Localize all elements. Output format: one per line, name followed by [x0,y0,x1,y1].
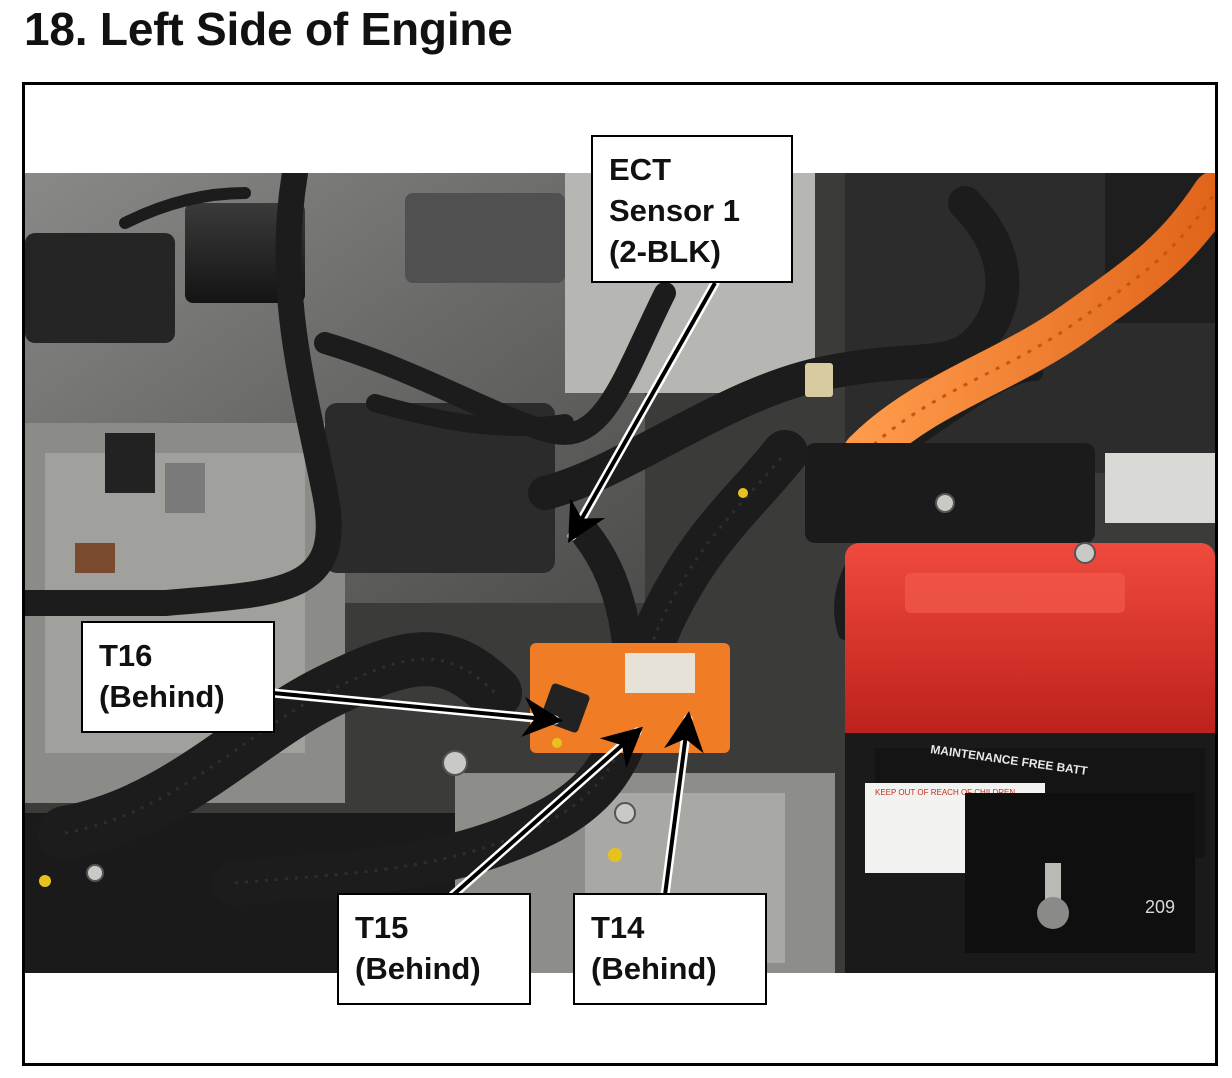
t16-callout-line2: (Behind) [99,679,225,714]
page-title: 18. Left Side of Engine [24,3,513,55]
ect-callout-line1: ECT [609,152,671,187]
battery-warning-label: KEEP OUT OF REACH OF CHILDREN [875,788,1015,797]
t14-callout-line2: (Behind) [591,951,717,986]
t16-callout: T16 (Behind) [81,621,275,733]
t15-callout-line2: (Behind) [355,951,481,986]
t14-callout-line1: T14 [591,910,645,945]
engine-photo-illustration: MAINTENANCE FREE BATT KEEP OUT OF REACH … [25,173,1215,973]
t15-callout: T15 (Behind) [337,893,531,1005]
t14-callout: T14 (Behind) [573,893,767,1005]
ect-callout-line3: (2-BLK) [609,234,721,269]
figure-frame: MAINTENANCE FREE BATT KEEP OUT OF REACH … [22,82,1218,1066]
ect-sensor-callout: ECT Sensor 1 (2-BLK) [591,135,793,283]
ect-callout-line2: Sensor 1 [609,193,740,228]
t16-callout-line1: T16 [99,638,153,673]
t15-callout-line1: T15 [355,910,409,945]
part-code-label: 209 [1145,897,1175,917]
engine-photo: MAINTENANCE FREE BATT KEEP OUT OF REACH … [25,173,1215,973]
